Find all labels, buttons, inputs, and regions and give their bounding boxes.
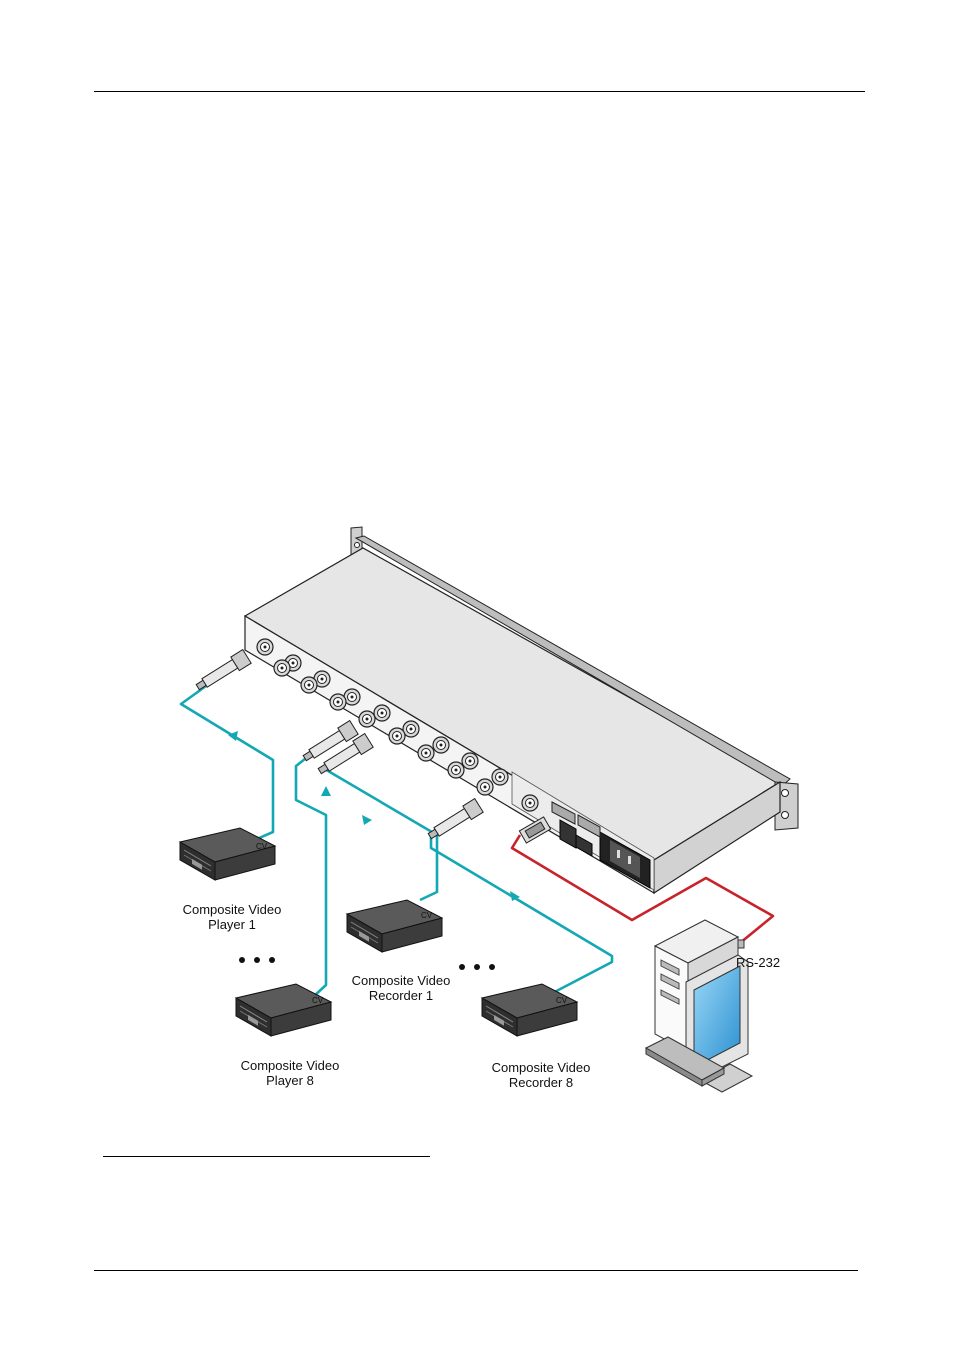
- bnc-connector-icon: [194, 650, 252, 694]
- cable-recorder1: [323, 768, 437, 900]
- recorder1-port-label: CV: [421, 911, 433, 920]
- bnc-socket-icon: [522, 795, 538, 811]
- cable-player8: [296, 755, 326, 997]
- bnc-socket-icon: [330, 694, 346, 710]
- ellipsis-icon: [239, 957, 275, 963]
- recorder8-label-line2: Recorder 8: [509, 1075, 573, 1090]
- bnc-connector-icon: [426, 799, 484, 843]
- player1-label-line2: Player 1: [208, 917, 256, 932]
- player1-port-label: CV: [256, 842, 268, 851]
- player8-label-line1: Composite Video: [241, 1058, 340, 1073]
- recorder8-port-label: CV: [556, 996, 568, 1005]
- player8-port-label: CV: [312, 996, 324, 1005]
- bnc-socket-icon: [462, 753, 478, 769]
- switcher-unit: [245, 527, 798, 893]
- bnc-socket-icon: [477, 779, 493, 795]
- recorder1-label-line2: Recorder 1: [369, 988, 433, 1003]
- vcr-icon: [347, 900, 442, 952]
- bnc-socket-icon: [257, 639, 273, 655]
- cable-player1: [181, 686, 273, 842]
- rs232-label: RS-232: [736, 955, 780, 970]
- player8-label-line2: Player 8: [266, 1073, 314, 1088]
- bnc-socket-icon: [418, 745, 434, 761]
- bnc-socket-icon: [448, 762, 464, 778]
- cable-recorder8: [431, 835, 612, 997]
- bnc-socket-icon: [433, 737, 449, 753]
- recorder1-label-line1: Composite Video: [352, 973, 451, 988]
- ellipsis-icon: [459, 964, 495, 970]
- rack-hole: [782, 790, 789, 797]
- rack-hole: [782, 812, 789, 819]
- bnc-socket-icon: [492, 769, 508, 785]
- bnc-socket-icon: [274, 660, 290, 676]
- bnc-socket-icon: [389, 728, 405, 744]
- bnc-socket-icon: [359, 711, 375, 727]
- rack-hole: [355, 543, 360, 548]
- bnc-socket-icon: [374, 705, 390, 721]
- vcr-icon: [180, 828, 275, 880]
- recorder8-label-line1: Composite Video: [492, 1060, 591, 1075]
- player1-label-line1: Composite Video: [183, 902, 282, 917]
- bnc-socket-icon: [301, 677, 317, 693]
- vcr-icon: [482, 984, 577, 1036]
